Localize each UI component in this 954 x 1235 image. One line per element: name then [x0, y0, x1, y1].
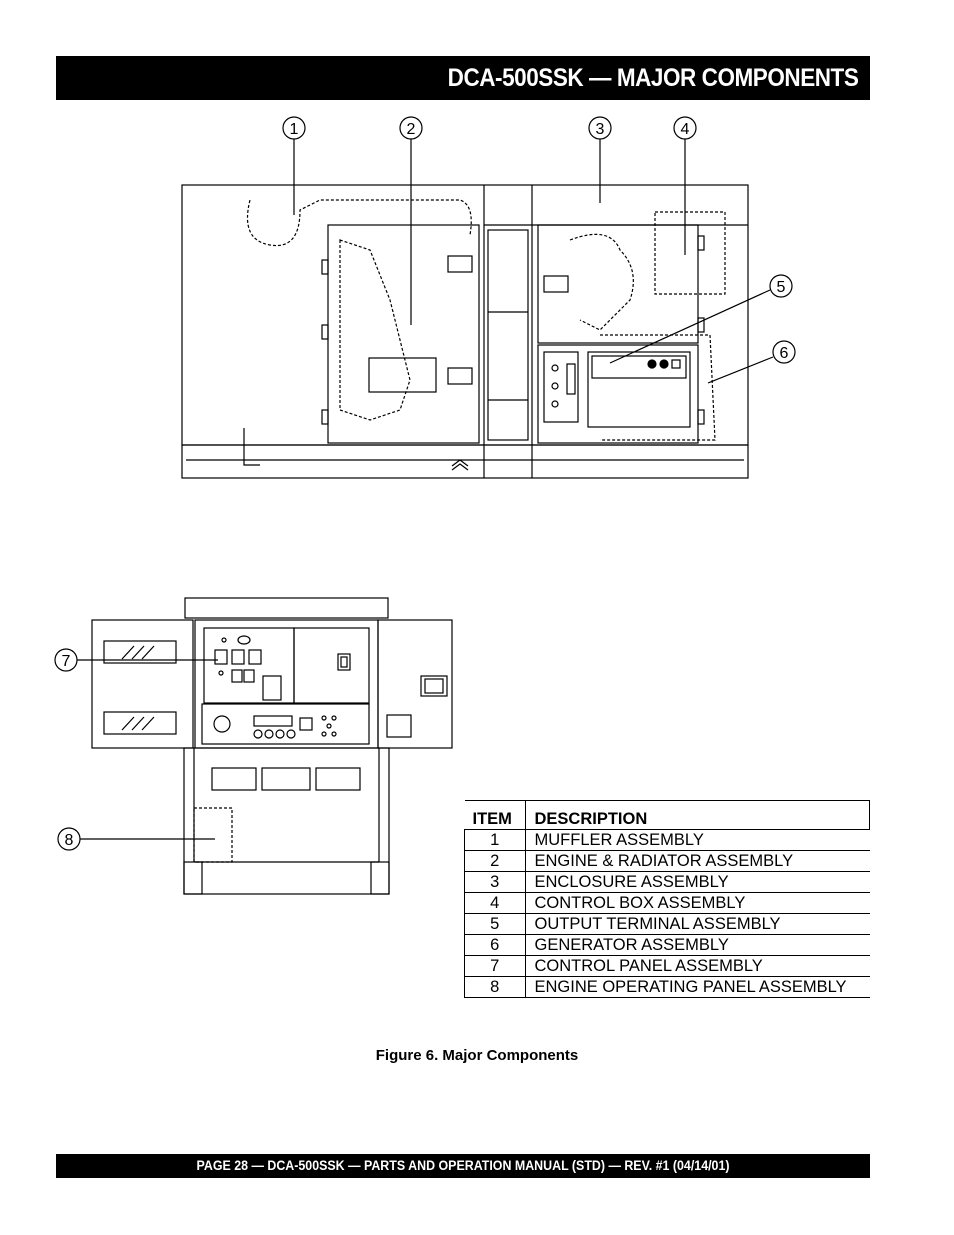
- item-number: 2: [464, 850, 526, 872]
- item-description: MUFFLER ASSEMBLY: [525, 829, 870, 851]
- figure-caption: Figure 6. Major Components: [375, 1047, 579, 1064]
- callout-8-label: 8: [65, 832, 74, 849]
- item-description: ENGINE OPERATING PANEL ASSEMBLY: [525, 976, 870, 998]
- header-item: ITEM: [464, 800, 526, 830]
- item-number: 7: [464, 955, 526, 977]
- side-view: [181, 184, 749, 479]
- item-number: 3: [464, 871, 526, 893]
- item-description: ENCLOSURE ASSEMBLY: [525, 871, 870, 893]
- item-number: 8: [464, 976, 526, 998]
- callout-7: [54, 648, 218, 672]
- callout-3-label: 3: [596, 121, 605, 138]
- callout-6-label: 6: [780, 345, 789, 362]
- header-description: DESCRIPTION: [525, 800, 870, 830]
- callout-1-label: 1: [290, 121, 299, 138]
- footer-bar: PAGE 28 — DCA-500SSK — PARTS AND OPERATI…: [56, 1154, 870, 1178]
- title-bar: DCA-500SSK — MAJOR COMPONENTS: [56, 56, 870, 100]
- callout-1: [282, 116, 306, 215]
- item-number: 4: [464, 892, 526, 914]
- item-description: ENGINE & RADIATOR ASSEMBLY: [525, 850, 870, 872]
- item-number: 6: [464, 934, 526, 956]
- item-description: CONTROL PANEL ASSEMBLY: [525, 955, 870, 977]
- callout-3: [588, 116, 612, 203]
- table-header-row: ITEM DESCRIPTION: [464, 800, 870, 830]
- callout-4-label: 4: [681, 121, 690, 138]
- callout-5-label: 5: [777, 279, 786, 296]
- callout-5: [609, 274, 793, 364]
- item-description: OUTPUT TERMINAL ASSEMBLY: [525, 913, 870, 935]
- item-description: GENERATOR ASSEMBLY: [525, 934, 870, 956]
- footer-text: PAGE 28 — DCA-500SSK — PARTS AND OPERATI…: [196, 1158, 730, 1173]
- callout-6: [707, 340, 796, 384]
- callout-4: [673, 116, 697, 255]
- page-title: DCA-500SSK — MAJOR COMPONENTS: [447, 64, 858, 92]
- item-number: 5: [464, 913, 526, 935]
- item-number: 1: [464, 829, 526, 851]
- callout-7-label: 7: [62, 653, 71, 670]
- item-description: CONTROL BOX ASSEMBLY: [525, 892, 870, 914]
- callout-8: [57, 827, 215, 851]
- front-view: [91, 597, 453, 895]
- callout-2-label: 2: [407, 121, 416, 138]
- callout-2: [399, 116, 423, 325]
